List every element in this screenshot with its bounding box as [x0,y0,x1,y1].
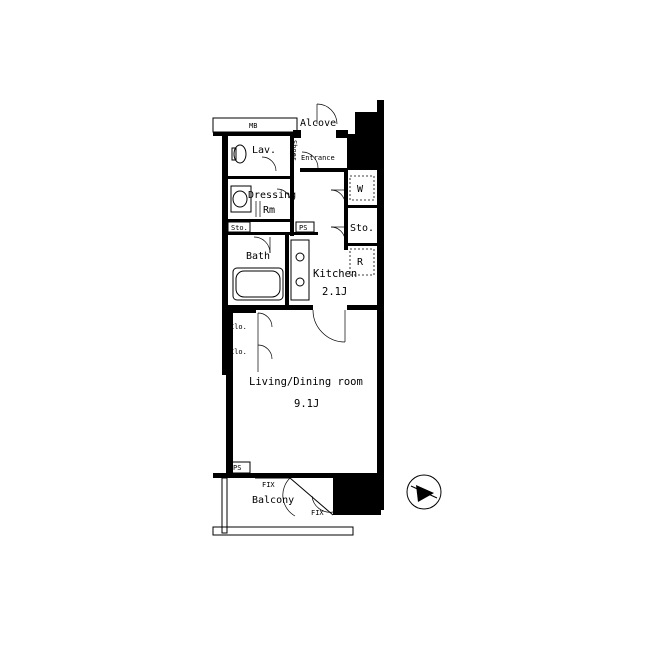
label-living-size: 9.1J [294,398,319,410]
label-fix-2: FIX [311,509,324,517]
label-living: Living/Dining room [249,376,363,388]
partitions [227,136,377,313]
label-fix-1: FIX [262,481,275,489]
label-shoes: Shoes [290,140,298,161]
label-rm: Rm [263,205,275,216]
label-mb: MB [249,122,257,130]
label-w: W [357,184,364,195]
toilet-icon [231,144,247,164]
label-bath: Bath [246,251,270,262]
label-balcony: Balcony [252,495,294,506]
compass-north-arrow-icon [406,474,442,510]
label-clo-2: Clo. [230,348,247,356]
stove-icon [290,239,310,301]
label-sto-right: Sto. [350,223,374,234]
label-r: R [357,257,364,268]
label-kitchen-size: 2.1J [322,286,347,298]
walls [212,100,384,536]
label-lav: Lav. [252,145,276,156]
washer-outline [349,175,375,201]
label-sto-upper-left: Sto. [231,224,248,232]
fixtures [230,144,375,301]
label-clo-1: Clo. [230,323,247,331]
doors [253,103,346,517]
label-ps-lower: PS [233,464,241,472]
label-entrance: Entrance [301,154,335,162]
label-ps-upper: PS [299,224,307,232]
label-dressing: Dressing [248,190,296,201]
label-kitchen: Kitchen [313,268,357,280]
label-alcove: Alcove [300,118,336,129]
washbasin-icon [230,185,252,213]
bathtub-icon [232,267,284,301]
fridge-outline [349,248,375,276]
room-labels: MB Alcove Lav. Shoes Entrance W Dressing… [230,118,374,517]
